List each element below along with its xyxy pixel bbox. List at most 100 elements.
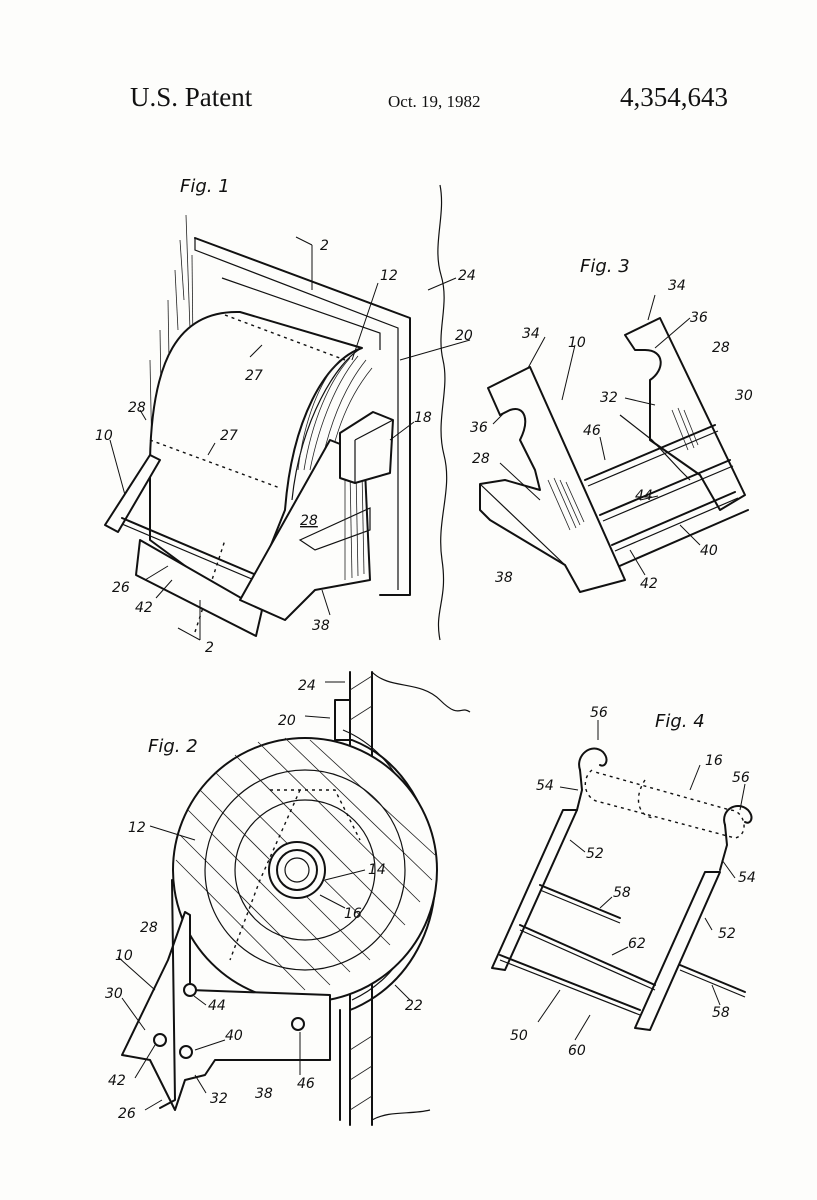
fig1-perforation-27b (149, 439, 281, 489)
fig3-label-36-right: 36 (690, 310, 708, 326)
fig4-rail-58-right (679, 964, 746, 993)
fig2-label-42: 42 (108, 1073, 126, 1089)
patent-date: Oct. 19, 1982 (388, 92, 481, 111)
fig4-neck-54-right (719, 824, 728, 871)
fig1-label-2-bottom: 2 (205, 640, 214, 656)
fig1-hanging-sheet (135, 539, 263, 637)
fig1-label-42: 42 (135, 600, 153, 616)
fig2-label-30: 30 (105, 986, 123, 1002)
fig2-label-26: 26 (118, 1106, 136, 1122)
fig4-label-62: 62 (628, 936, 646, 952)
fig4-label-54-left: 54 (536, 778, 554, 794)
fig2-label-14: 14 (368, 862, 386, 878)
fig3-label-40: 40 (700, 543, 718, 559)
fig4-rail-58-left (539, 884, 621, 919)
fig1-label-28b: 28 (300, 513, 318, 529)
fig4-label-16: 16 (705, 753, 723, 769)
fig1-label-38: 38 (312, 618, 330, 634)
fig1-section-arrow-bottom (177, 600, 201, 641)
figure-4: Fig. 4 (491, 705, 756, 1059)
fig4-hook-56-right (723, 805, 753, 826)
fig4-hook-56-left (578, 747, 608, 771)
fig3-label-28-left: 28 (472, 451, 490, 467)
fig4-label-56-left: 56 (590, 705, 608, 721)
fig1-title: Fig. 1 (180, 176, 230, 197)
fig2-label-28: 28 (140, 920, 158, 936)
patent-office-label: U.S. Patent (130, 82, 253, 112)
fig1-label-28a: 28 (128, 400, 146, 416)
fig2-label-16: 16 (344, 906, 362, 922)
fig1-label-27a: 27 (245, 368, 263, 384)
fig2-sheet-26 (159, 879, 176, 1109)
fig3-label-42: 42 (640, 576, 658, 592)
fig4-label-50: 50 (510, 1028, 528, 1044)
fig2-label-24: 24 (298, 678, 316, 694)
fig2-label-46: 46 (297, 1076, 315, 1092)
fig3-label-38: 38 (495, 570, 513, 586)
fig4-dashed-roll-16 (584, 769, 745, 839)
fig1-label-20: 20 (455, 328, 473, 344)
fig4-label-54-right: 54 (738, 870, 756, 886)
figure-3: Fig. 3 (470, 256, 753, 593)
fig3-label-36-left: 36 (470, 420, 488, 436)
fig1-label-24: 24 (458, 268, 476, 284)
figure-1: Fig. 1 (95, 176, 476, 656)
fig3-rear-plate (624, 317, 746, 511)
fig3-label-34-left: 34 (522, 326, 540, 342)
fig3-label-44: 44 (635, 488, 653, 504)
fig2-label-38: 38 (255, 1086, 273, 1102)
fig4-label-52-right: 52 (718, 926, 736, 942)
fig3-label-32: 32 (600, 390, 618, 406)
fig4-rail-60 (499, 954, 641, 1011)
fig2-label-20: 20 (278, 713, 296, 729)
fig2-rod-44 (183, 983, 197, 997)
fig4-label-58-right: 58 (712, 1005, 730, 1021)
fig1-label-10: 10 (95, 428, 113, 444)
fig3-title: Fig. 3 (580, 256, 630, 277)
fig1-label-18: 18 (414, 410, 432, 426)
fig4-title: Fig. 4 (655, 711, 705, 732)
fig2-rod-40 (179, 1045, 193, 1059)
fig3-rear-shading (671, 407, 699, 451)
fig1-section-arrow-top (295, 236, 313, 290)
fig2-label-44: 44 (208, 998, 226, 1014)
fig1-label-2-top: 2 (320, 238, 329, 254)
fig1-recess-frame-inner (194, 238, 399, 590)
fig2-spindle-14 (276, 849, 318, 891)
fig4-sleeve-52-right (634, 871, 721, 1031)
fig2-title: Fig. 2 (148, 736, 198, 757)
fig4-rail-62 (519, 924, 656, 986)
fig4-label-52-left: 52 (586, 846, 604, 862)
fig3-front-plate (479, 366, 626, 593)
fig2-label-10: 10 (115, 948, 133, 964)
fig3-label-10: 10 (568, 335, 586, 351)
patent-number: 4,354,643 (620, 82, 728, 112)
fig1-wall-edge (437, 184, 448, 641)
fig4-label-60: 60 (568, 1043, 586, 1059)
fig2-rod-42 (153, 1033, 167, 1047)
fig2-label-12: 12 (128, 820, 146, 836)
fig4-label-56-right: 56 (732, 770, 750, 786)
fig2-label-40: 40 (225, 1028, 243, 1044)
fig1-label-27b: 27 (220, 428, 238, 444)
fig3-label-30: 30 (735, 388, 753, 404)
fig3-front-shading (547, 477, 585, 531)
fig1-left-plate (104, 454, 161, 533)
fig3-rod-46 (584, 424, 716, 481)
fig1-knob-18 (339, 411, 394, 484)
fig1-plate-shading (344, 469, 365, 580)
fig4-label-58-left: 58 (613, 885, 631, 901)
fig3-rod-42 (614, 509, 749, 569)
fig2-label-22: 22 (405, 998, 423, 1014)
fig2-wall-hatch (349, 675, 373, 1111)
fig2-rod-46 (291, 1017, 305, 1031)
fig1-label-12: 12 (380, 268, 398, 284)
fig3-label-28-right: 28 (712, 340, 730, 356)
fig3-label-34-right: 34 (668, 278, 686, 294)
fig1-recess-frame-outer (194, 237, 411, 596)
fig3-rod-40 (611, 491, 736, 546)
fig1-perforation-27a (224, 314, 346, 361)
fig3-rod-44 (599, 459, 731, 516)
